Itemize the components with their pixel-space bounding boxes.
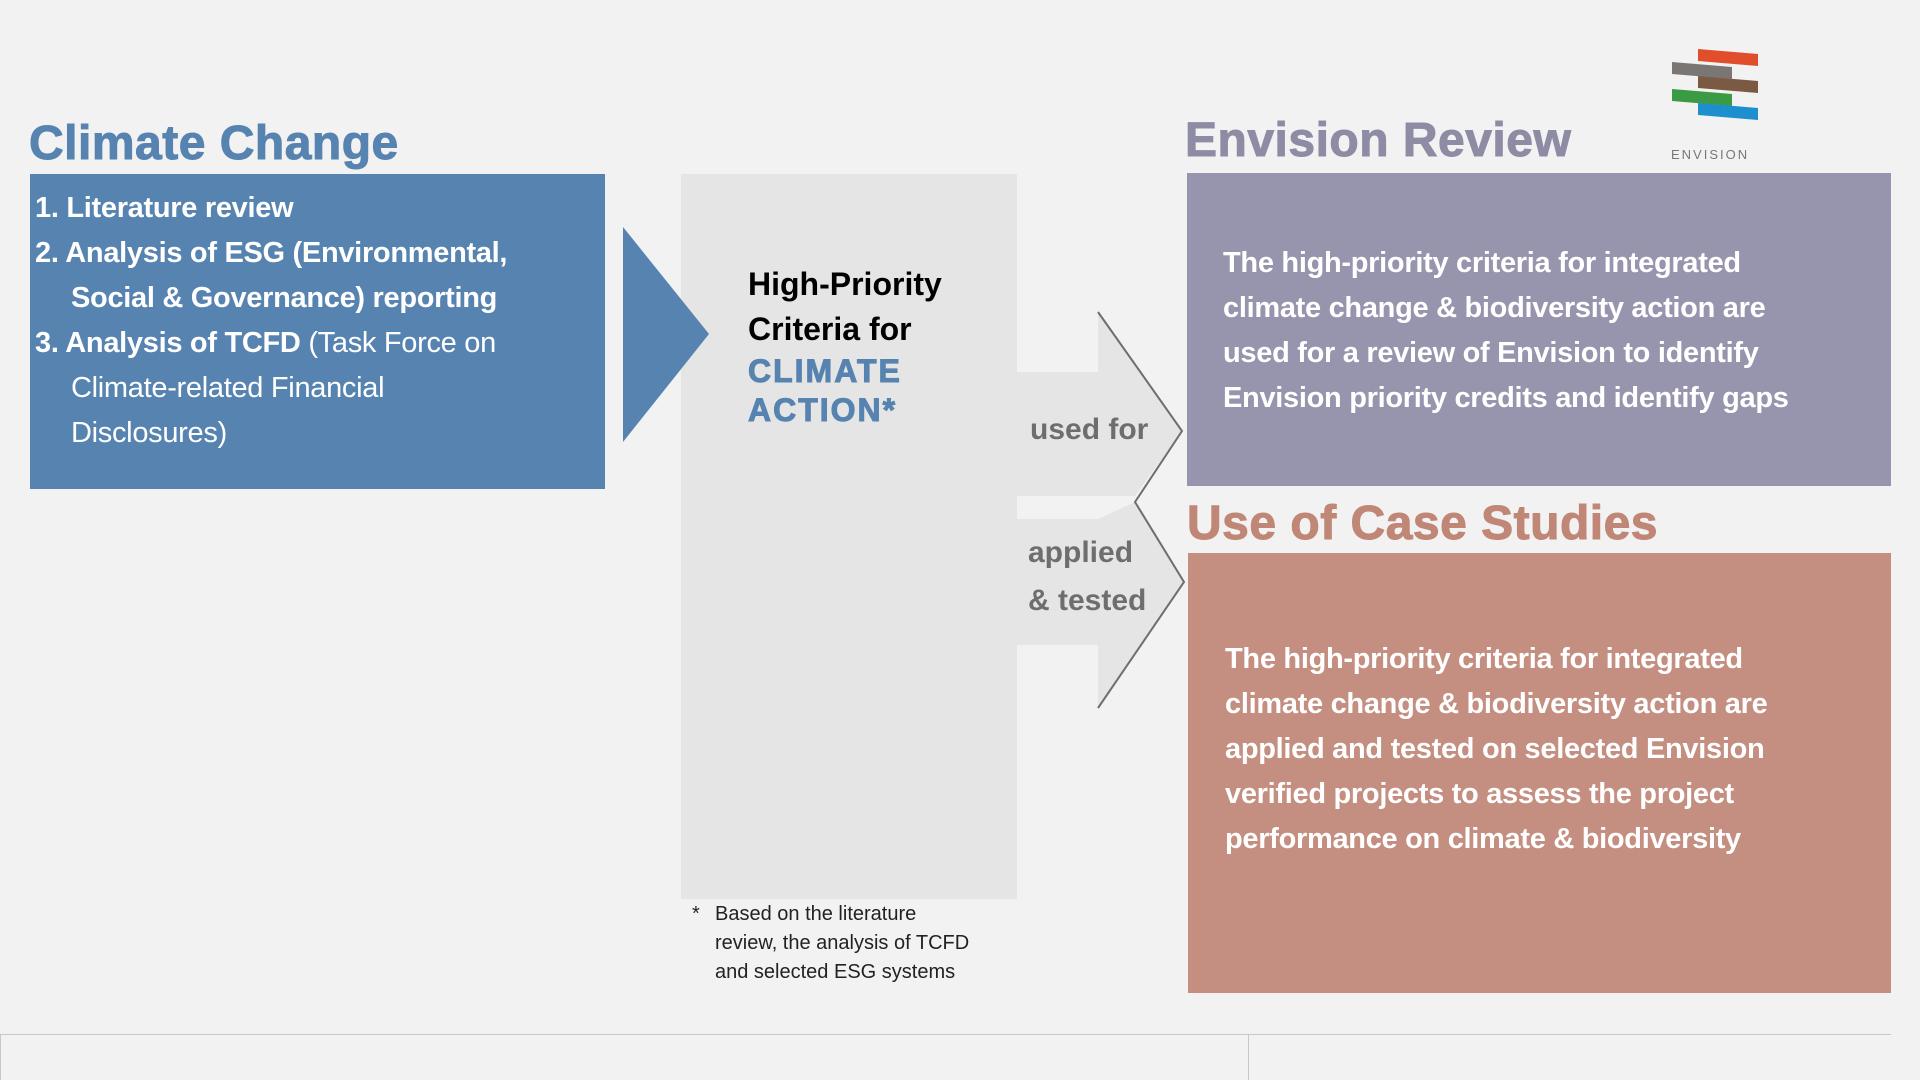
box-text-line: The high-priority criteria for integrate… <box>1225 643 1743 675</box>
box-text-line: performance on climate & biodiversity <box>1225 823 1741 855</box>
upper-arrow <box>1017 312 1182 496</box>
item-text: Social & Governance) reporting <box>71 282 498 314</box>
list-item: Climate-related Financial <box>30 366 605 411</box>
criteria-line: Criteria for <box>748 311 912 347</box>
climate-change-box: 1. Literature review 2. Analysis of ESG … <box>30 174 605 489</box>
item-text: 1. Literature review <box>35 192 294 224</box>
case-studies-title: Use of Case Studies <box>1187 497 1658 551</box>
box-text-line: climate change & biodiversity action are <box>1223 292 1766 324</box>
item-text: Disclosures) <box>71 417 227 449</box>
footnote-line: Based on the literature <box>715 903 917 925</box>
envision-logo-text: ENVISION <box>1671 147 1750 162</box>
list-item: 3. Analysis of TCFD (Task Force on <box>30 321 605 366</box>
climate-action-text: CLIMATE <box>748 353 902 390</box>
item-text: 2. Analysis of ESG (Environmental, <box>35 237 508 269</box>
envision-logo-icon <box>1672 49 1758 120</box>
used-for-label: used for <box>1030 413 1149 446</box>
list-item: 1. Literature review <box>30 186 605 231</box>
footnote: * Based on the literature review, the an… <box>692 900 969 987</box>
item-text: Climate-related Financial <box>71 372 385 404</box>
list-item: Social & Governance) reporting <box>30 276 605 321</box>
box-text-line: applied and tested on selected Envision <box>1225 733 1765 765</box>
tested-label: & tested <box>1028 584 1147 617</box>
criteria-heading: High-Priority Criteria for CLIMATE ACTIO… <box>748 262 942 430</box>
envision-review-box: The high-priority criteria for integrate… <box>1187 173 1891 486</box>
criteria-panel <box>681 174 1017 899</box>
criteria-line: High-Priority <box>748 266 942 302</box>
item-text: 3. Analysis of TCFD <box>35 327 301 359</box>
chevron-outline <box>1097 311 1186 709</box>
box-text-line: The high-priority criteria for integrate… <box>1223 247 1741 279</box>
bottom-frame <box>0 1034 1249 1080</box>
envision-logo: ENVISION <box>1668 44 1768 164</box>
envision-review-title: Envision Review <box>1184 114 1572 168</box>
box-text-line: verified projects to assess the project <box>1225 778 1734 810</box>
right-triangle-icon <box>623 227 709 442</box>
item-text: (Task Force on <box>300 327 496 359</box>
list-item: Disclosures) <box>30 411 605 456</box>
box-text-line: Envision priority credits and identify g… <box>1223 382 1789 414</box>
lower-arrow <box>1017 502 1184 708</box>
list-item: 2. Analysis of ESG (Environmental, <box>30 231 605 276</box>
footnote-line: and selected ESG systems <box>715 961 956 983</box>
applied-label: applied <box>1028 536 1134 569</box>
footnote-line: review, the analysis of TCFD <box>715 932 970 954</box>
case-studies-box: The high-priority criteria for integrate… <box>1188 553 1891 993</box>
box-text-line: used for a review of Envision to identif… <box>1223 337 1759 369</box>
climate-change-title: Climate Change <box>29 117 399 171</box>
climate-action-text: ACTION* <box>748 392 898 429</box>
footnote-marker: * <box>692 903 700 925</box>
bottom-divider <box>0 1034 1891 1035</box>
box-text-line: climate change & biodiversity action are <box>1225 688 1768 720</box>
